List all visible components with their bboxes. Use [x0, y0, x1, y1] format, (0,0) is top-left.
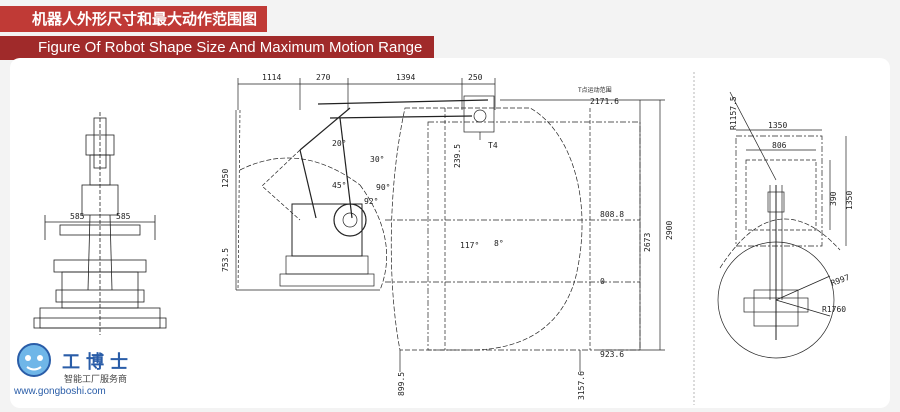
- side-top-dim-4: 250: [468, 73, 483, 82]
- dim-zero: 0: [600, 277, 605, 286]
- top-dim-390: 390: [829, 191, 838, 206]
- header-banner: 机器人外形尺寸和最大动作范围图 Figure Of Robot Shape Si…: [0, 0, 460, 64]
- top-dim-806: 806: [772, 141, 787, 150]
- dim-899: 899.5: [397, 372, 406, 396]
- title-cn: 机器人外形尺寸和最大动作范围图: [0, 6, 268, 32]
- title-en: Figure Of Robot Shape Size And Maximum M…: [0, 36, 435, 60]
- top-dim-r1760: R1760: [822, 305, 846, 314]
- t-range-label: T点运动范围: [578, 86, 612, 94]
- angle-45: 45°: [332, 181, 346, 190]
- top-dim-r997: R997: [830, 273, 851, 288]
- dim-2171: 2171.6: [590, 97, 619, 106]
- angle-30: 30°: [370, 155, 384, 164]
- top-dim-1350-side: 1350: [845, 191, 854, 210]
- top-dim-1350: 1350: [768, 121, 787, 130]
- side-view: [235, 78, 665, 372]
- angle-20: 20°: [332, 139, 346, 148]
- top-dim-r1157: R1157.5: [729, 96, 738, 130]
- dim-2900: 2900: [665, 221, 674, 240]
- side-top-dim-3: 1394: [396, 73, 415, 82]
- logo-sub: 智能工厂服务商: [64, 375, 128, 385]
- t4-label: T4: [488, 141, 498, 150]
- mascot-icon: [17, 343, 51, 377]
- angle-90: 90°: [376, 183, 390, 192]
- dim-808: 808.8: [600, 210, 624, 219]
- dim-2673: 2673: [643, 233, 652, 252]
- side-left-dim-1250: 1250: [221, 169, 230, 188]
- logo-url: www.gongboshi.com: [14, 386, 106, 397]
- top-view: [693, 72, 847, 405]
- side-top-dim-1: 1114: [262, 73, 281, 82]
- angle-92: 92°: [364, 197, 378, 206]
- angle-8: 8°: [494, 239, 504, 248]
- side-left-dim-753: 753.5: [221, 248, 230, 272]
- front-dim-right: 585: [116, 212, 131, 221]
- front-dim-left: 585: [70, 212, 85, 221]
- front-view: [33, 112, 167, 335]
- logo-cn: 工博士: [62, 352, 134, 373]
- gongboshi-logo: 工博士 智能工厂服务商 www.gongboshi.com: [8, 336, 168, 406]
- dim-239: 239.5: [453, 144, 462, 168]
- dim-3157: 3157.6: [577, 371, 586, 400]
- side-top-dim-2: 270: [316, 73, 331, 82]
- angle-117: 117°: [460, 241, 479, 250]
- dim-923: 923.6: [600, 350, 624, 359]
